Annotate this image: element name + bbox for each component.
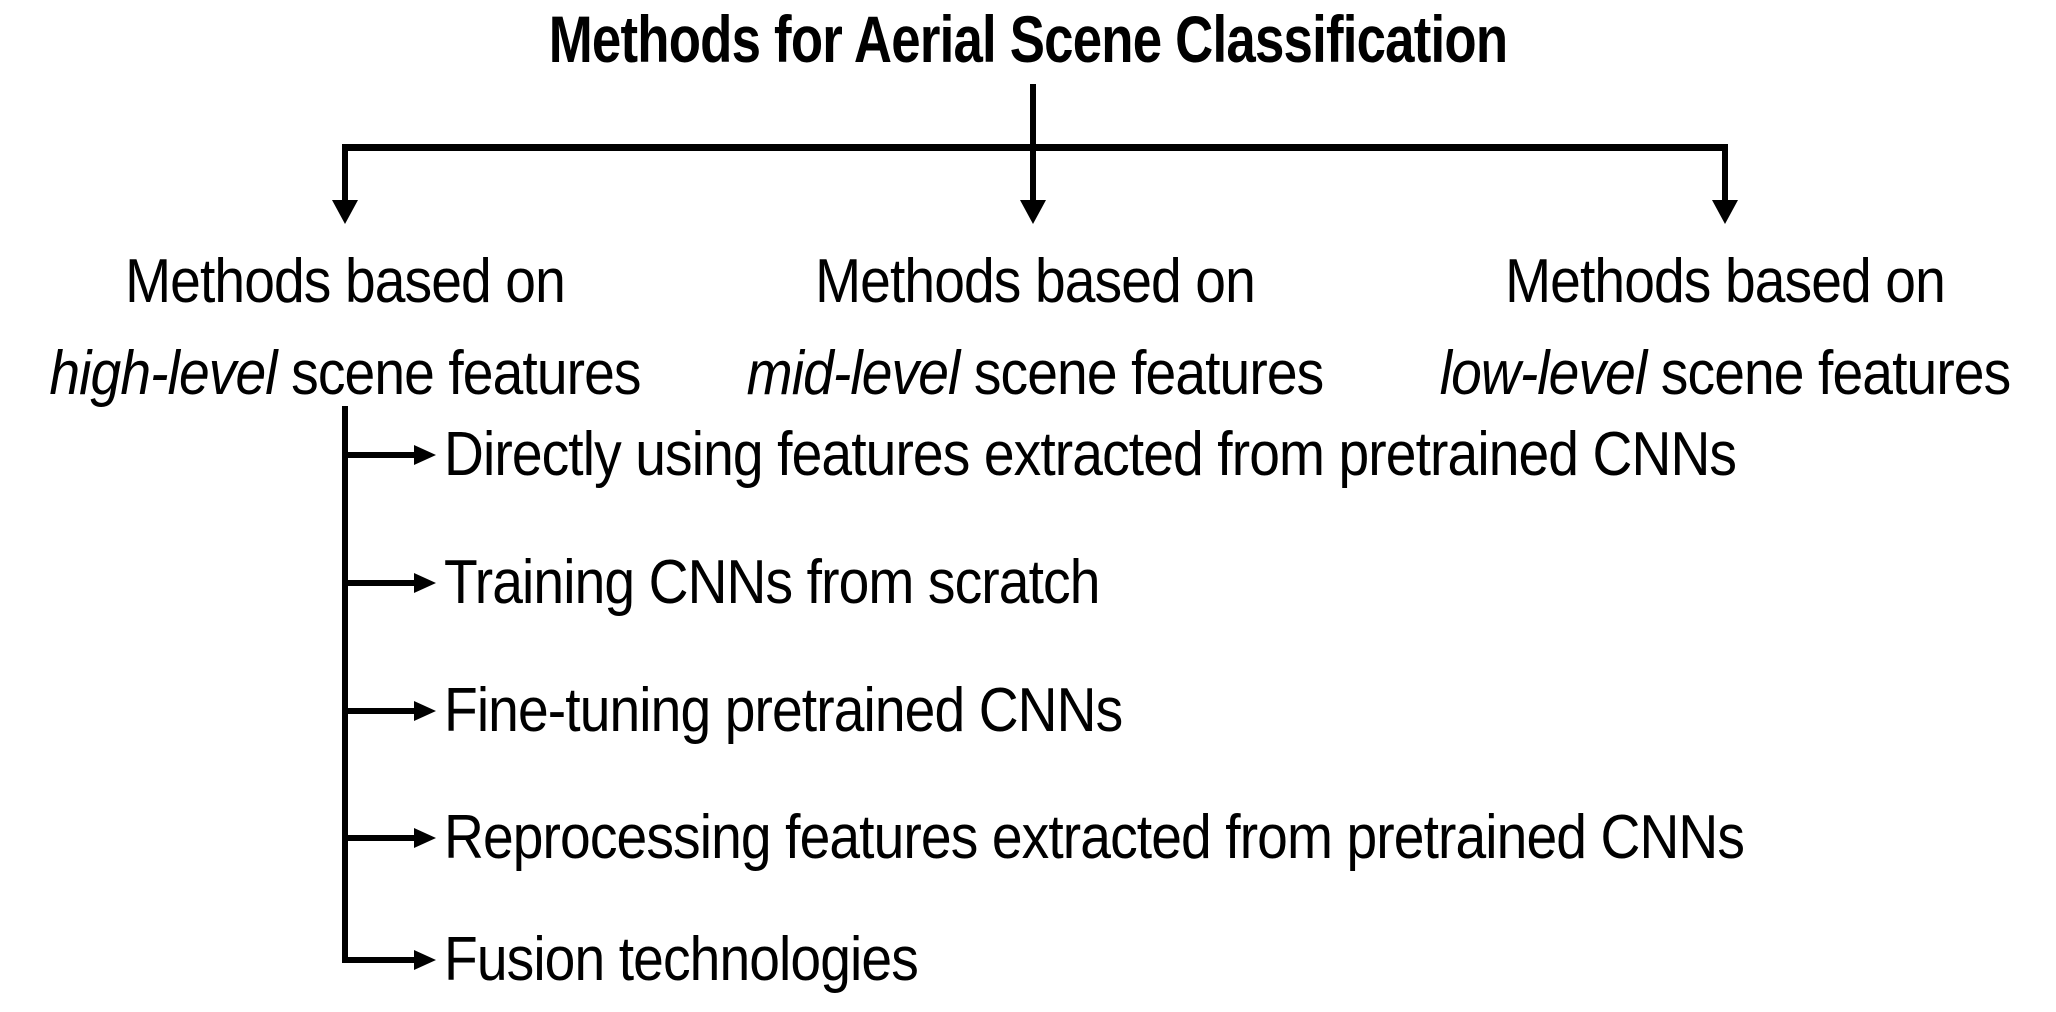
method-item: Fine-tuning pretrained CNNs [444, 676, 1123, 745]
branch-label-low-level: Methods based on low-level scene feature… [1369, 236, 2056, 420]
branch-shaft-line [342, 957, 414, 963]
connector-line [342, 144, 1728, 151]
emphasis-text: high-level [49, 339, 277, 408]
right-arrow-icon [414, 701, 436, 721]
down-arrow-icon [1712, 200, 1738, 224]
branch-shaft-line [342, 580, 414, 586]
branch-line2: high-level scene features [0, 328, 701, 420]
branch-shaft-line [342, 708, 414, 714]
branch-line2: low-level scene features [1369, 328, 2056, 420]
right-arrow-icon [414, 445, 436, 465]
down-arrow-icon [332, 200, 358, 224]
diagram-title: Methods for Aerial Scene Classification [548, 2, 1508, 76]
right-arrow-icon [414, 828, 436, 848]
branch-line2-rest: scene features [276, 339, 641, 408]
branch-label-high-level: Methods based on high-level scene featur… [0, 236, 701, 420]
branch-line1: Methods based on [125, 247, 566, 316]
method-item: Training CNNs from scratch [444, 548, 1100, 617]
down-arrow-icon [1020, 200, 1046, 224]
emphasis-text: mid-level [746, 339, 961, 408]
branch-label-mid-level: Methods based on mid-level scene feature… [679, 236, 1391, 420]
title-stub-line [1030, 84, 1036, 200]
method-item: Directly using features extracted from p… [444, 420, 1737, 489]
emphasis-text: low-level [1439, 339, 1648, 408]
branch-line2-rest: scene features [959, 339, 1324, 408]
method-item: Reprocessing features extracted from pre… [444, 803, 1745, 872]
branch-line2: mid-level scene features [679, 328, 1391, 420]
branch-shaft-line [342, 835, 414, 841]
right-arrow-icon [414, 573, 436, 593]
branch-shaft-line [342, 452, 414, 458]
branch-line1: Methods based on [1505, 247, 1946, 316]
left-drop-line [342, 144, 348, 200]
methods-rail-line [342, 406, 348, 963]
right-arrow-icon [414, 950, 436, 970]
branch-line1: Methods based on [815, 247, 1256, 316]
right-drop-line [1722, 144, 1728, 200]
method-item: Fusion technologies [444, 925, 919, 994]
branch-line2-rest: scene features [1646, 339, 2011, 408]
